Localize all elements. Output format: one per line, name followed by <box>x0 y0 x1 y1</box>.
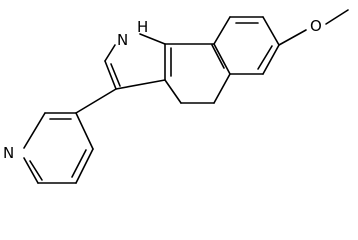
bond-pyn-pyc6 <box>23 157 39 184</box>
methoxy-group: O <box>278 9 349 46</box>
bond-c3-c4 <box>262 16 280 46</box>
bond-pyc5-pyc4-inner <box>71 149 87 178</box>
bond-pyc4-pyc3 <box>75 112 94 150</box>
bond-o-ch3 <box>325 9 349 25</box>
pyridine-nitrogen-label: N <box>3 144 14 162</box>
bond-c1-c2 <box>213 16 231 45</box>
pyrrole-nitrogen-label: N <box>117 31 128 49</box>
bond-c4-o <box>278 29 307 46</box>
chemical-structure: O H N N <box>3 9 349 184</box>
bond-pyc2-pyn <box>23 112 46 149</box>
pyridine-ring: N <box>3 88 117 184</box>
bond-c6-c1 <box>213 43 231 75</box>
bond-pyc5-pyc4 <box>75 148 94 184</box>
bond-c9b-n <box>139 33 166 45</box>
bond-c5-ch2 <box>213 73 231 104</box>
pyrrole-hydrogen-label: H <box>137 18 148 36</box>
oxygen-label: O <box>310 17 322 35</box>
bond-c2-c3-inner <box>110 63 121 87</box>
bond-c3-c3a <box>115 79 166 90</box>
bond-pyn-pyc6-inner <box>29 160 43 181</box>
pyrrole-ring: H N <box>104 18 172 90</box>
bond-c4-c5-inner <box>257 45 273 70</box>
bond-c6-c1-inner <box>211 44 225 69</box>
bond-n-c2 <box>104 44 116 62</box>
bond-c3-pyc3 <box>75 88 117 114</box>
benzene-ring <box>211 16 280 75</box>
dihydro-ring <box>164 43 231 104</box>
bond-c2-c3 <box>104 60 117 90</box>
bond-ch2-c3a <box>164 79 182 104</box>
bond-c4-c5 <box>262 44 280 75</box>
